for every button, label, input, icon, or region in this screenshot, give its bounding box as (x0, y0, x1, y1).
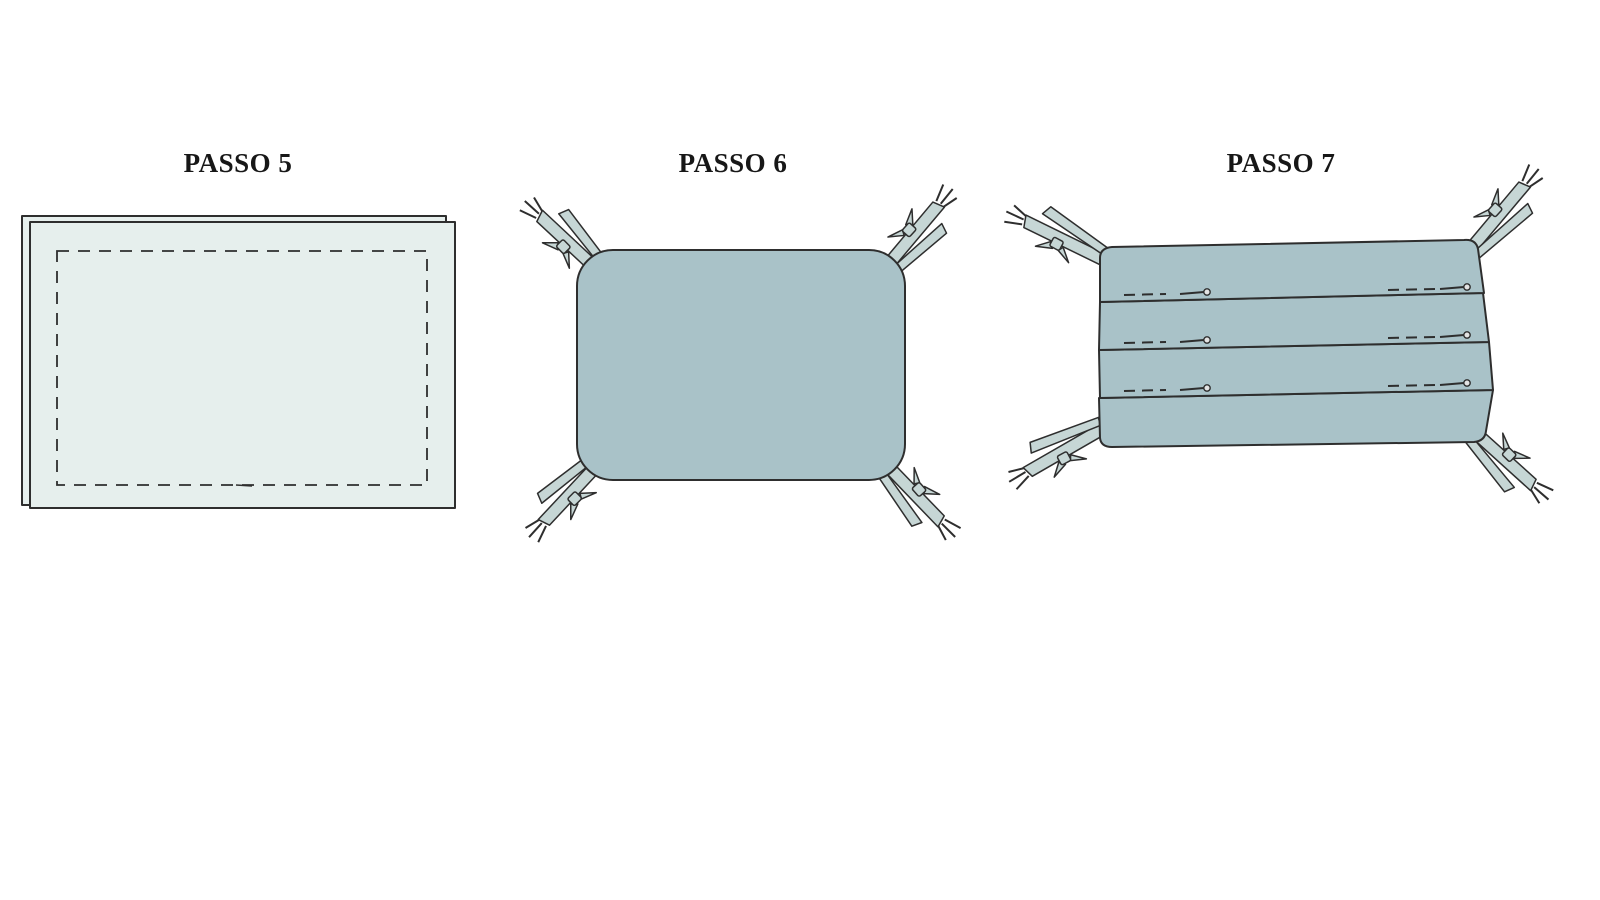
panel-step6 (510, 176, 973, 555)
pleat-stitch-row-3 (1123, 378, 1472, 393)
stitch-line (1387, 288, 1437, 291)
tie-bottom-left (996, 407, 1115, 498)
step6-title: PASSO 6 (678, 148, 788, 178)
panel-step5 (21, 215, 456, 509)
panel-step7 (996, 156, 1562, 519)
stitch-line (1387, 336, 1437, 339)
stitch-line (1123, 341, 1167, 344)
stitch-line (1123, 389, 1167, 392)
step7-title: PASSO 7 (1226, 148, 1336, 178)
seam-opening-mark (235, 484, 253, 487)
pleat-band-top (1099, 238, 1485, 303)
mask-body (576, 249, 906, 481)
fabric-front-layer (29, 221, 456, 509)
diagram-shapes (21, 156, 1562, 555)
pleat-band-bottom (1098, 389, 1494, 448)
pleat-band-3 (1098, 341, 1494, 399)
tie-top-left (997, 188, 1116, 279)
pleat-stitch-row-2 (1123, 330, 1472, 345)
step5-title: PASSO 5 (183, 148, 293, 178)
stitch-line (1123, 293, 1167, 296)
stitch-line (1387, 384, 1437, 387)
pleat-stitch-row-1 (1123, 282, 1472, 297)
